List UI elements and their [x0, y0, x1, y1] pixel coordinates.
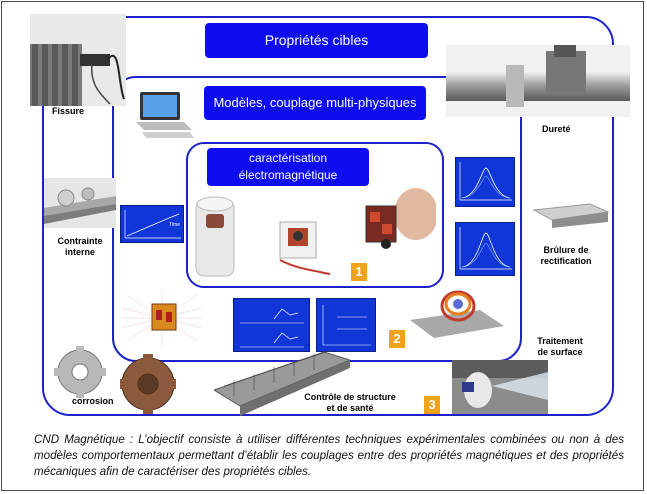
characterization-line1: caractérisation électromagnétique — [238, 151, 338, 182]
traitement-line2: de surface — [537, 347, 583, 357]
time-signal-plot: Time — [120, 205, 184, 243]
contrainte-line1: Contrainte — [57, 236, 103, 246]
resonance-plot-bottom — [455, 222, 515, 276]
cube-sensor-photo — [279, 221, 331, 275]
label-contrainte: Contrainte interne — [44, 236, 116, 258]
grinding-block-photo — [532, 203, 610, 228]
cylinder-sensor-photo — [195, 196, 235, 277]
outer-ring — [42, 16, 614, 416]
bridge-structure-image — [214, 350, 350, 416]
mesh-simulation-image — [122, 290, 202, 346]
brulure-line1: Brûlure de — [543, 245, 589, 255]
banner-models: Modèles, couplage multi-physiques — [204, 86, 426, 120]
coil-on-plate-image — [410, 290, 504, 338]
figure-caption: CND Magnétique : L’objectif consiste à u… — [34, 433, 624, 478]
label-corrosion: corrosion — [72, 396, 114, 406]
banner-target-properties: Propriétés cibles — [205, 23, 428, 58]
laptop-icon — [136, 92, 194, 138]
badge-1: 1 — [351, 263, 367, 281]
badge-3: 3 — [424, 396, 440, 414]
inner-ring — [186, 142, 444, 288]
label-controle: Contrôle de structure et de santé — [290, 392, 410, 414]
label-traitement: Traitement de surface — [530, 336, 590, 358]
energy-chart-plot — [316, 298, 376, 352]
controle-line1: Contrôle de structure — [304, 392, 396, 402]
gear-probe-photo — [30, 14, 126, 106]
shaft-photo — [446, 45, 630, 117]
surface-treatment-photo — [452, 360, 548, 414]
badge-2: 2 — [389, 330, 405, 348]
contrainte-line2: interne — [64, 247, 95, 257]
gears-corrosion-photo — [54, 346, 176, 414]
hand-sensor-photo — [365, 188, 436, 249]
rail-photo — [44, 178, 116, 228]
traitement-line1: Traitement — [537, 336, 583, 346]
model-results-plot — [233, 298, 310, 352]
time-axis-label: Time — [169, 222, 180, 228]
label-fissure: Fissure — [52, 106, 85, 116]
banner-characterization: caractérisation électromagnétique multi-… — [207, 148, 369, 199]
resonance-plot-top — [455, 157, 515, 207]
controle-line2: et de santé — [326, 403, 374, 413]
label-brulure: Brûlure de rectification — [526, 245, 606, 267]
characterization-line2: multi-techniques — [244, 185, 332, 199]
label-durete: Dureté — [542, 124, 571, 134]
brulure-line2: rectification — [540, 256, 592, 266]
